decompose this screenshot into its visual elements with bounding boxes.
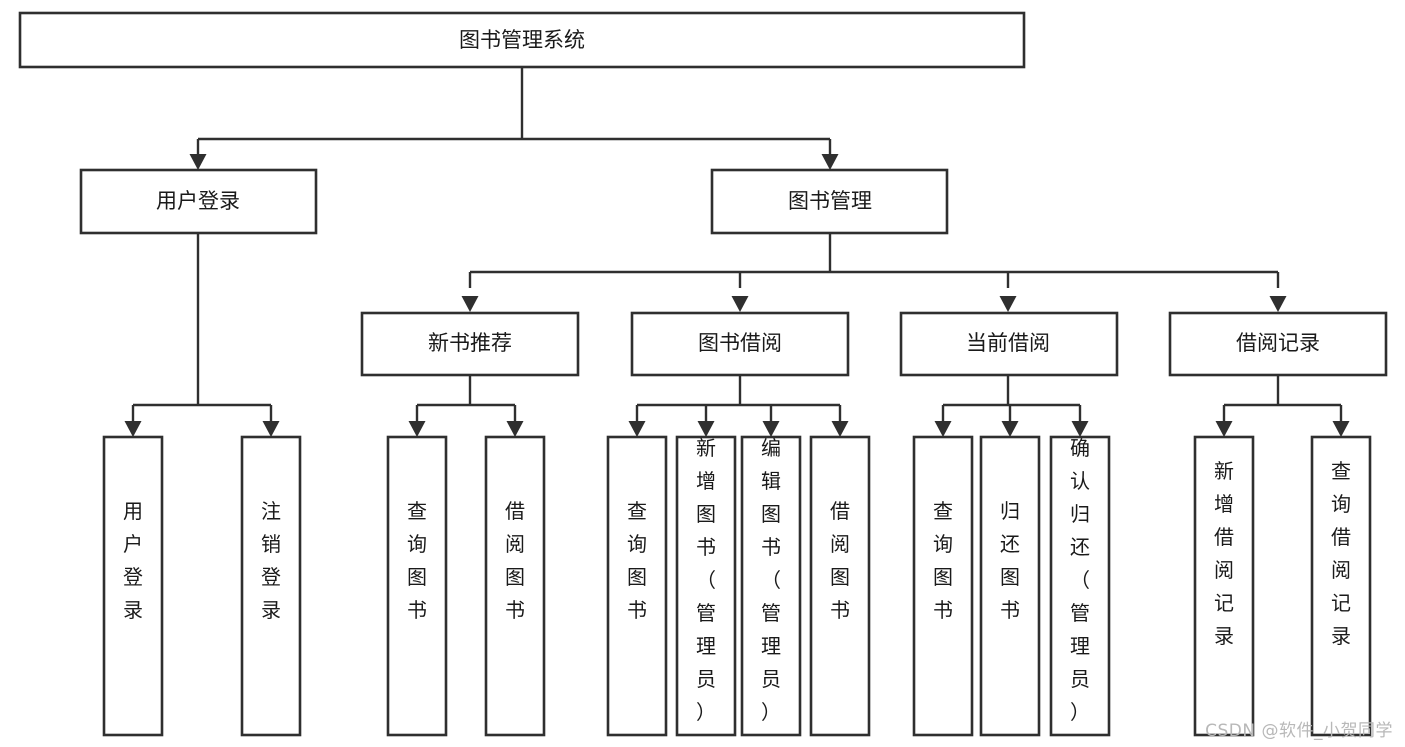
leaf-new-book-1[interactable]: 查询图书 [386, 435, 448, 737]
arrow-to-book-manage [821, 154, 839, 170]
node-borrow-record[interactable]: 借阅记录 [1168, 311, 1388, 377]
arrow-to-book-borrow [731, 296, 749, 312]
leaf-borrow-record-1-box[interactable] [1193, 435, 1255, 737]
leaf-current-borrow-2[interactable]: 归还图书 [979, 435, 1041, 737]
arrow-leaf-user-login-2 [262, 421, 280, 437]
arrow-leaf-book-borrow-1 [628, 421, 646, 437]
leaf-book-borrow-2[interactable]: 新增图书（管理员） [675, 435, 737, 737]
node-user-login-label: 用户登录 [156, 189, 240, 213]
leaf-book-borrow-4[interactable]: 借阅图书 [809, 435, 871, 737]
leaf-new-book-2-box[interactable] [484, 435, 546, 737]
node-book-manage-box[interactable] [710, 168, 949, 235]
leaf-borrow-record-2-label: 查询借阅记录 [1331, 459, 1351, 648]
arrow-leaf-book-borrow-4 [831, 421, 849, 437]
arrow-to-user-login [189, 154, 207, 170]
node-root-label: 图书管理系统 [459, 28, 585, 52]
leaf-user-login-1[interactable]: 用户登录 [102, 435, 164, 737]
leaf-new-book-2-label: 借阅图书 [505, 499, 525, 622]
leaf-current-borrow-2-box[interactable] [979, 435, 1041, 737]
arrow-leaf-current-borrow-1 [934, 421, 952, 437]
arrow-leaf-new-book-1 [408, 421, 426, 437]
node-new-book-recommend-box[interactable] [360, 311, 580, 377]
leaf-current-borrow-3[interactable]: 确认归还（管理员） [1049, 435, 1111, 737]
leaf-current-borrow-1-box[interactable] [912, 435, 974, 737]
leaf-user-login-2-box[interactable] [240, 435, 302, 737]
leaf-book-borrow-1[interactable]: 查询图书 [606, 435, 668, 737]
leaf-book-borrow-1-box[interactable] [606, 435, 668, 737]
node-user-login-box[interactable] [79, 168, 318, 235]
node-current-borrow[interactable]: 当前借阅 [899, 311, 1119, 377]
node-book-borrow-box[interactable] [630, 311, 850, 377]
node-borrow-record-box[interactable] [1168, 311, 1388, 377]
leaf-book-borrow-2-box[interactable] [675, 435, 737, 737]
node-book-manage-label: 图书管理 [788, 189, 872, 213]
arrow-to-borrow-record [1269, 296, 1287, 312]
arrow-leaf-current-borrow-3 [1071, 421, 1089, 437]
csdn-watermark: CSDN @软件_小贺同学 [1205, 721, 1393, 741]
arrow-leaf-user-login-1 [124, 421, 142, 437]
node-root[interactable]: 图书管理系统 [18, 11, 1026, 69]
leaf-current-borrow-1[interactable]: 查询图书 [912, 435, 974, 737]
leaf-borrow-record-2-box[interactable] [1310, 435, 1372, 737]
arrow-leaf-book-borrow-3 [762, 421, 780, 437]
leaf-user-login-1-box[interactable] [102, 435, 164, 737]
node-new-book-recommend-label: 新书推荐 [428, 331, 512, 355]
arrow-to-current-borrow [999, 296, 1017, 312]
leaf-current-borrow-1-label: 查询图书 [933, 499, 953, 622]
leaf-current-borrow-3-box[interactable] [1049, 435, 1111, 737]
node-root-box[interactable] [18, 11, 1026, 69]
arrow-leaf-new-book-2 [506, 421, 524, 437]
leaf-new-book-1-label: 查询图书 [407, 499, 427, 622]
node-current-borrow-box[interactable] [899, 311, 1119, 377]
leaf-book-borrow-4-label: 借阅图书 [830, 499, 850, 622]
leaf-book-borrow-3-label: 编辑图书（管理员） [761, 436, 781, 724]
node-borrow-record-label: 借阅记录 [1236, 331, 1320, 355]
leaf-user-login-2-label: 注销登录 [261, 499, 281, 622]
leaf-current-borrow-2-label: 归还图书 [1000, 499, 1020, 622]
connector-layer [124, 67, 1350, 437]
arrow-leaf-borrow-record-2 [1332, 421, 1350, 437]
leaf-current-borrow-3-label: 确认归还（管理员） [1070, 436, 1090, 724]
leaf-book-borrow-3[interactable]: 编辑图书（管理员） [740, 435, 802, 737]
node-user-login[interactable]: 用户登录 [79, 168, 318, 235]
node-current-borrow-label: 当前借阅 [966, 331, 1050, 355]
leaf-user-login-2[interactable]: 注销登录 [240, 435, 302, 737]
leaf-user-login-1-label: 用户登录 [123, 499, 143, 622]
leaf-book-borrow-1-label: 查询图书 [627, 499, 647, 622]
leaf-new-book-1-box[interactable] [386, 435, 448, 737]
leaf-book-borrow-2-label: 新增图书（管理员） [696, 436, 716, 724]
leaf-book-borrow-3-box[interactable] [740, 435, 802, 737]
leaf-borrow-record-2[interactable]: 查询借阅记录 [1310, 435, 1372, 737]
node-book-borrow-label: 图书借阅 [698, 331, 782, 355]
arrow-leaf-book-borrow-2 [697, 421, 715, 437]
leaf-borrow-record-1-label: 新增借阅记录 [1214, 459, 1234, 648]
arrow-leaf-current-borrow-2 [1001, 421, 1019, 437]
leaf-new-book-2[interactable]: 借阅图书 [484, 435, 546, 737]
leaf-book-borrow-4-box[interactable] [809, 435, 871, 737]
arrow-to-new-book [461, 296, 479, 312]
node-book-borrow[interactable]: 图书借阅 [630, 311, 850, 377]
leaf-borrow-record-1[interactable]: 新增借阅记录 [1193, 435, 1255, 737]
node-new-book-recommend[interactable]: 新书推荐 [360, 311, 580, 377]
arrow-leaf-borrow-record-1 [1215, 421, 1233, 437]
node-book-manage[interactable]: 图书管理 [710, 168, 949, 235]
